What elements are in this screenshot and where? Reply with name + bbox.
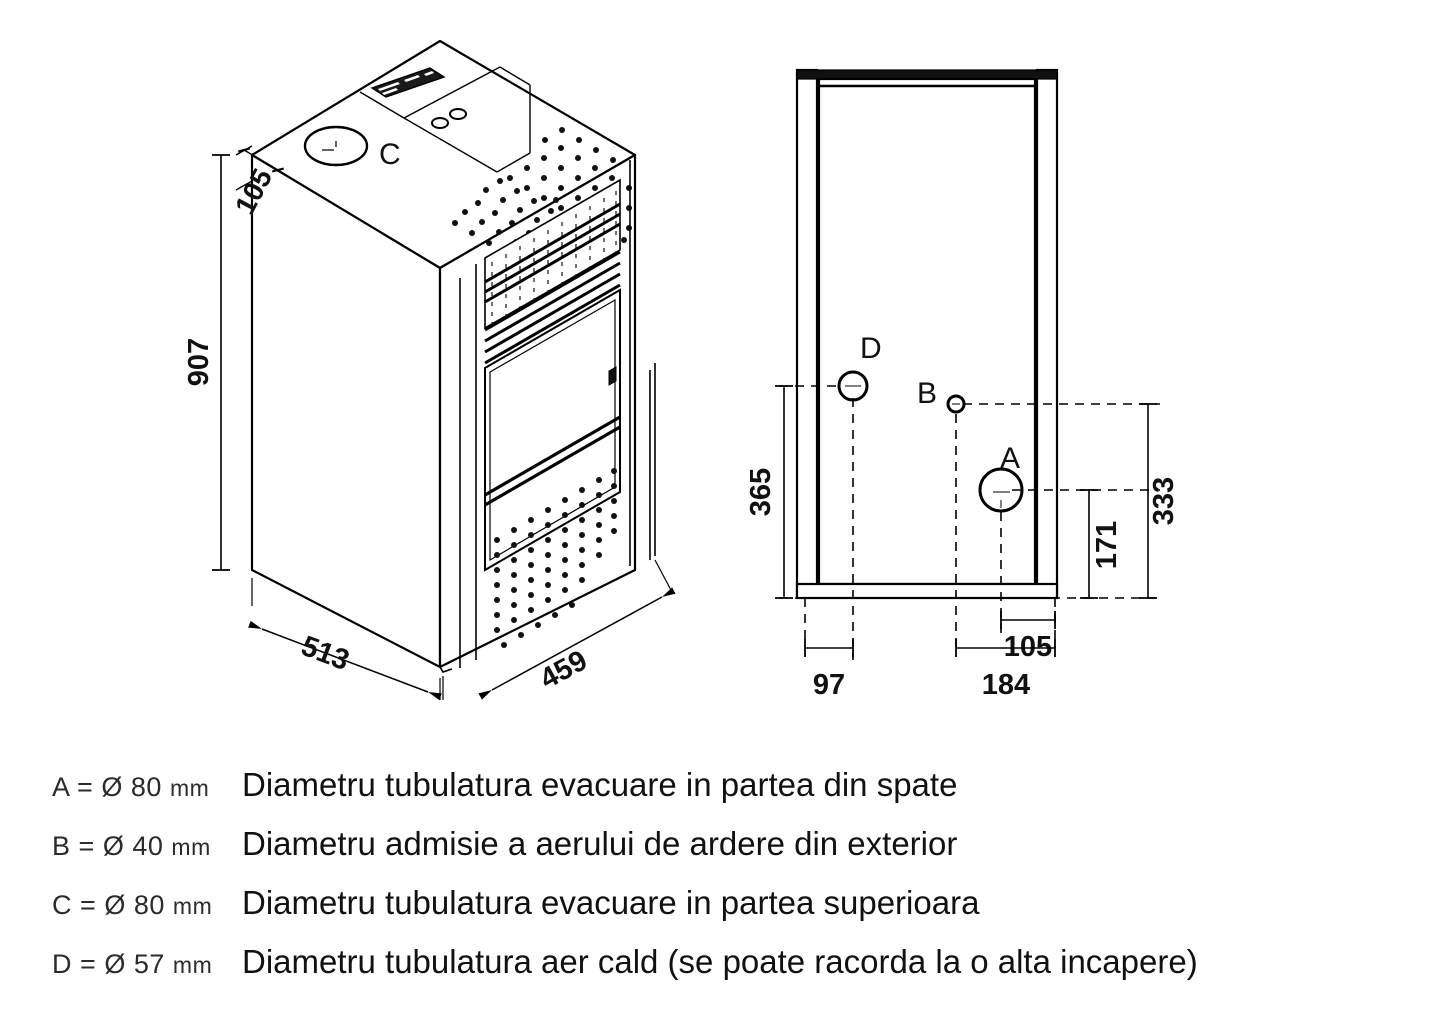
callout-b-label: B — [917, 377, 937, 410]
legend-desc-c: Diametru tubulatura evacuare in partea s… — [242, 884, 980, 921]
dim-97: 97 — [804, 639, 854, 701]
dim-459-label: 459 — [535, 644, 593, 695]
callout-d-label: D — [860, 332, 882, 365]
knob-icon — [431, 108, 467, 129]
svg-text:97: 97 — [813, 669, 845, 701]
iso-stove-body — [250, 39, 656, 673]
front-slats — [484, 202, 621, 365]
callout-c-label: C — [379, 138, 401, 171]
dim-365: 365 — [745, 385, 793, 599]
legend-row: D = Ø 57 mm Diametru tubulatura aer cald… — [52, 943, 1432, 1002]
legend-desc-d: Diametru tubulatura aer cald (se poate r… — [242, 943, 1198, 980]
callout-a-label: A — [1000, 442, 1020, 475]
rear-elevation: D B A 365 333 171 — [745, 68, 1180, 701]
dim-171: 171 — [1080, 489, 1123, 599]
svg-text:105: 105 — [1004, 631, 1052, 663]
dim-184: 184 — [955, 639, 1056, 701]
legend-desc-b: Diametru admisie a aerului de ardere din… — [242, 825, 958, 862]
legend-row: A = Ø 80 mm Diametru tubulatura evacuare… — [52, 766, 1432, 825]
dim-513-label: 513 — [297, 630, 354, 677]
dim-907-label: 907 — [183, 338, 215, 386]
door-panel — [484, 288, 621, 572]
dim-105-rear: 105 — [1000, 611, 1056, 663]
door-handle-icon — [608, 366, 617, 386]
legend-code-a: A = Ø 80 mm — [52, 772, 210, 802]
legend-code-d: D = Ø 57 mm — [52, 949, 213, 979]
legend-desc-a: Diametru tubulatura evacuare in partea d… — [242, 766, 958, 803]
svg-text:333: 333 — [1148, 477, 1180, 525]
legend-code-b: B = Ø 40 mm — [52, 831, 211, 861]
svg-text:184: 184 — [982, 669, 1030, 701]
legend-row: C = Ø 80 mm Diametru tubulatura evacuare… — [52, 884, 1432, 943]
hole-a — [978, 467, 1024, 513]
display-panel-icon — [370, 67, 446, 98]
legend-code-c: C = Ø 80 mm — [52, 890, 213, 920]
dim-907: 907 — [183, 154, 230, 571]
legend-row: B = Ø 40 mm Diametru admisie a aerului d… — [52, 825, 1432, 884]
svg-text:365: 365 — [745, 468, 777, 516]
legend: A = Ø 80 mm Diametru tubulatura evacuare… — [52, 766, 1432, 1002]
dim-333: 333 — [1139, 403, 1180, 599]
svg-text:171: 171 — [1091, 521, 1123, 569]
